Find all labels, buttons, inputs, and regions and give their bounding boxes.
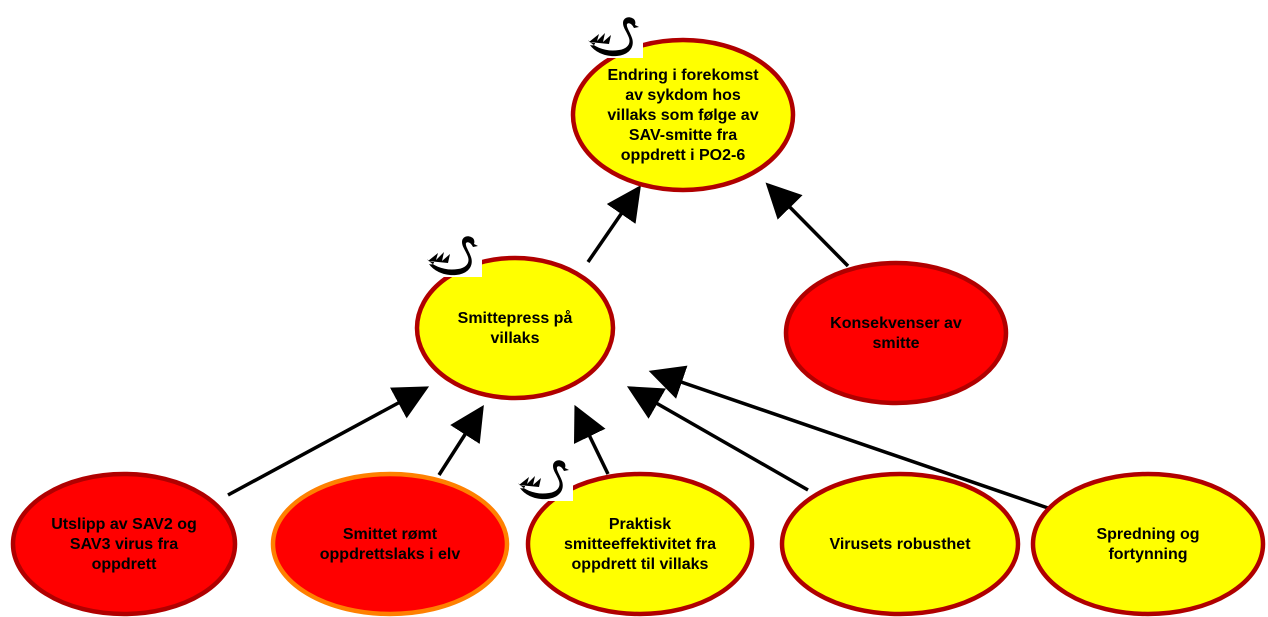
node-top-label-line: villaks som følge av [607, 107, 758, 124]
node-spredning-ellipse [1030, 471, 1266, 617]
node-spredning-label-line: Spredning og [1096, 526, 1199, 543]
node-konsekvenser-label-line: smitte [872, 335, 919, 352]
node-virusets[interactable]: Virusets robusthet [779, 471, 1021, 617]
node-virusets-label-line: Virusets robusthet [829, 536, 971, 553]
node-konsekvenser-ellipse [783, 260, 1009, 406]
node-virusets-ellipse [779, 471, 1021, 617]
node-smittet-label-line: oppdrettslaks i elv [320, 546, 461, 563]
node-utslipp-label-line: oppdrett [92, 556, 158, 573]
node-smittepress-label-line: villaks [491, 330, 540, 347]
node-smittet-label-line: Smittet rømt [343, 526, 438, 543]
node-utslipp[interactable]: Utslipp av SAV2 og SAV3 virus fra oppdrett [10, 471, 238, 617]
node-smittet-ellipse [270, 471, 510, 617]
node-konsekvenser-label-line: Konsekvenser av [830, 315, 962, 332]
node-top-label-line: SAV-smitte fra [629, 127, 737, 144]
arrow-praktisk-to-smittepress [573, 404, 610, 475]
node-top-ellipse [570, 37, 796, 193]
arrow-konsekvenser-to-top [765, 182, 850, 268]
arrow-virusets-to-smittepress [626, 386, 809, 492]
node-praktisk-label-line: Praktisk [609, 516, 671, 533]
node-top-label-line: oppdrett i PO2-6 [621, 147, 746, 164]
arrow-smittet-to-smittepress [437, 405, 484, 476]
black-swan-icon [515, 457, 573, 501]
node-top-label-line: av sykdom hos [625, 87, 741, 104]
node-smittepress-label-line: Smittepress på [458, 309, 573, 327]
node-smittepress-ellipse [414, 255, 616, 401]
node-smittet[interactable]: Smittet rømt oppdrettslaks i elv [270, 471, 510, 617]
node-top-label-line: Endring i forekomst [607, 67, 759, 84]
arrow-spredning-to-smittepress [648, 365, 1049, 510]
nodes: Endring i forekomst av sykdom hos villaks … [10, 14, 1266, 617]
node-konsekvenser[interactable]: Konsekvenser av smitte [783, 260, 1009, 406]
node-praktisk-label-line: oppdrett til villaks [572, 556, 709, 573]
node-utslipp-label-line: SAV3 virus fra [70, 536, 178, 553]
node-utslipp-ellipse [10, 471, 238, 617]
node-praktisk-label-line: smitteeffektivitet fra [564, 536, 716, 553]
node-spredning-label-line: fortynning [1108, 546, 1187, 563]
arrow-utslipp-to-smittepress [227, 386, 430, 497]
node-praktisk[interactable]: Praktisk smitteeffektivitet fra oppdrett t… [525, 471, 755, 617]
black-swan-icon [585, 14, 643, 58]
node-praktisk-ellipse [525, 471, 755, 617]
arrow-smittepress-to-top [586, 185, 641, 263]
node-smittepress[interactable]: Smittepress på villaks [414, 255, 616, 401]
node-top[interactable]: Endring i forekomst av sykdom hos villaks … [570, 37, 796, 193]
edges [227, 182, 1049, 510]
node-spredning[interactable]: Spredning og fortynning [1030, 471, 1266, 617]
black-swan-icon [424, 233, 482, 277]
node-utslipp-label-line: Utslipp av SAV2 og [51, 516, 197, 533]
